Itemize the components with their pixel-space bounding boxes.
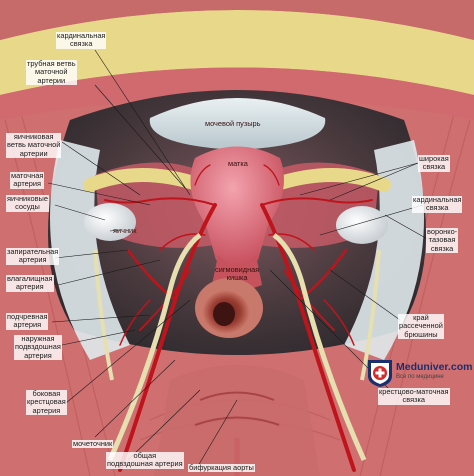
meduniver-logo: Meduniver.com Все по медицине xyxy=(366,358,473,388)
right-ovary xyxy=(336,206,388,244)
bladder xyxy=(149,98,326,150)
label-common-iliac-artery: общая подвздошная артерия xyxy=(106,451,184,469)
label-cardinal-ligament-top: кардинальная связка xyxy=(56,31,107,49)
label-uterus: матка xyxy=(228,159,248,168)
label-uterosacral-ligament: крестцово-маточная связка xyxy=(378,387,450,405)
left-ureter xyxy=(107,233,202,462)
label-cardinal-ligament-right: кардинальная связка xyxy=(412,195,463,213)
right-ureter xyxy=(272,233,367,462)
right-peritoneum xyxy=(344,140,424,360)
label-ovary: яичник xyxy=(113,226,137,235)
label-hypogastric-artery: подчревная артерия xyxy=(6,312,49,330)
abdominal-fat xyxy=(0,10,474,95)
label-peritoneum-edge: край рассеченной брюшины xyxy=(398,313,444,340)
left-ovary xyxy=(84,203,136,241)
brand-subtitle: Все по медицине xyxy=(396,374,444,380)
label-ureter: мочеточник xyxy=(72,439,114,449)
label-obturator-artery: запирательная артерия xyxy=(6,247,60,265)
uterus xyxy=(190,146,284,266)
label-vaginal-artery: влагалищная артерия xyxy=(6,274,54,292)
label-infundibulopelvic-ligament: воронко- тазовая связка xyxy=(426,227,459,254)
left-peritoneum xyxy=(50,140,130,360)
label-sigmoid-colon: сигмовидная кишка xyxy=(215,265,260,283)
label-broad-ligament: широкая связка xyxy=(418,154,450,172)
right-tube xyxy=(267,168,391,192)
label-uterine-artery: маточная артерия xyxy=(10,171,45,189)
label-bladder: мочевой пузырь xyxy=(205,119,261,128)
label-uterine-tube-branch: трубная ветвь маточной артерии xyxy=(26,59,77,86)
label-ovarian-branch: яичниковая ветвь маточной артерии xyxy=(6,132,62,159)
meduniver-shield-icon xyxy=(368,360,392,387)
brand-title: Meduniver.com xyxy=(396,361,473,373)
label-ovarian-vessels: яичниковые сосуды xyxy=(6,194,49,212)
left-tube xyxy=(83,168,207,192)
label-lateral-sacral-artery: боковая крестцовая артерия xyxy=(26,389,67,416)
label-external-iliac-artery: наружная подвздошная артерия xyxy=(14,334,62,361)
label-aortic-bifurcation: бифуркация аорты xyxy=(188,463,255,473)
